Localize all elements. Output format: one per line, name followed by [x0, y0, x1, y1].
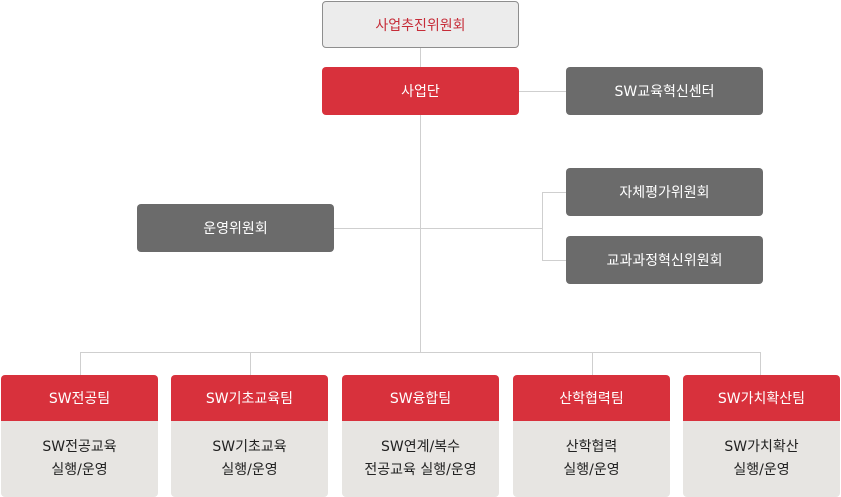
connector-top-to-main [420, 48, 421, 67]
connector-main-to-center [420, 115, 421, 352]
team-description-line: 산학협력 [565, 439, 618, 455]
node-self-evaluation-committee: 자체평가위원회 [566, 168, 763, 216]
team-description-line: 실행/운영 [51, 462, 108, 478]
team-description-line: 실행/운영 [733, 462, 790, 478]
team-description-line: 실행/운영 [221, 462, 278, 478]
team-name: SW기초교육팀 [171, 375, 328, 421]
team-description-line: SW연계/복수 [381, 439, 460, 455]
team-description: 산학협력 실행/운영 [513, 421, 670, 497]
connector-to-curriculum [542, 260, 566, 261]
connector-left-committee [334, 228, 421, 229]
team-sw-value-spread: SW가치확산팀 SW가치확산 실행/운영 [683, 375, 840, 497]
team-sw-convergence: SW융합팀 SW연계/복수 전공교육 실행/운영 [342, 375, 499, 497]
node-curriculum-innovation-committee: 교과과정혁신위원회 [566, 236, 763, 284]
connector-team-2 [250, 352, 251, 375]
team-description: SW전공교육 실행/운영 [1, 421, 158, 497]
team-description-line: SW기초교육 [212, 439, 287, 455]
team-name: SW융합팀 [342, 375, 499, 421]
team-description-line: SW전공교육 [42, 439, 117, 455]
team-name: SW전공팀 [1, 375, 158, 421]
connector-team-5 [760, 352, 761, 375]
team-name: 산학협력팀 [513, 375, 670, 421]
team-description: SW기초교육 실행/운영 [171, 421, 328, 497]
team-description-line: 전공교육 실행/운영 [364, 462, 477, 478]
team-description: SW연계/복수 전공교육 실행/운영 [342, 421, 499, 497]
connector-right-vertical [542, 192, 543, 260]
connector-team-4 [592, 352, 593, 375]
team-sw-basic-education: SW기초교육팀 SW기초교육 실행/운영 [171, 375, 328, 497]
team-industry-cooperation: 산학협력팀 산학협력 실행/운영 [513, 375, 670, 497]
team-description-line: 실행/운영 [563, 462, 620, 478]
connector-teams-horizontal [80, 352, 761, 353]
connector-team-1 [80, 352, 81, 375]
node-business-promotion-committee: 사업추진위원회 [322, 1, 519, 48]
connector-main-to-center-side [519, 91, 566, 92]
connector-right-committees [421, 228, 542, 229]
team-sw-major: SW전공팀 SW전공교육 실행/운영 [1, 375, 158, 497]
team-description-line: SW가치확산 [724, 439, 799, 455]
team-description: SW가치확산 실행/운영 [683, 421, 840, 497]
node-business-group: 사업단 [322, 67, 519, 115]
connector-to-evaluation [542, 192, 566, 193]
team-name: SW가치확산팀 [683, 375, 840, 421]
node-operating-committee: 운영위원회 [137, 204, 334, 252]
node-sw-education-innovation-center: SW교육혁신센터 [566, 67, 763, 115]
